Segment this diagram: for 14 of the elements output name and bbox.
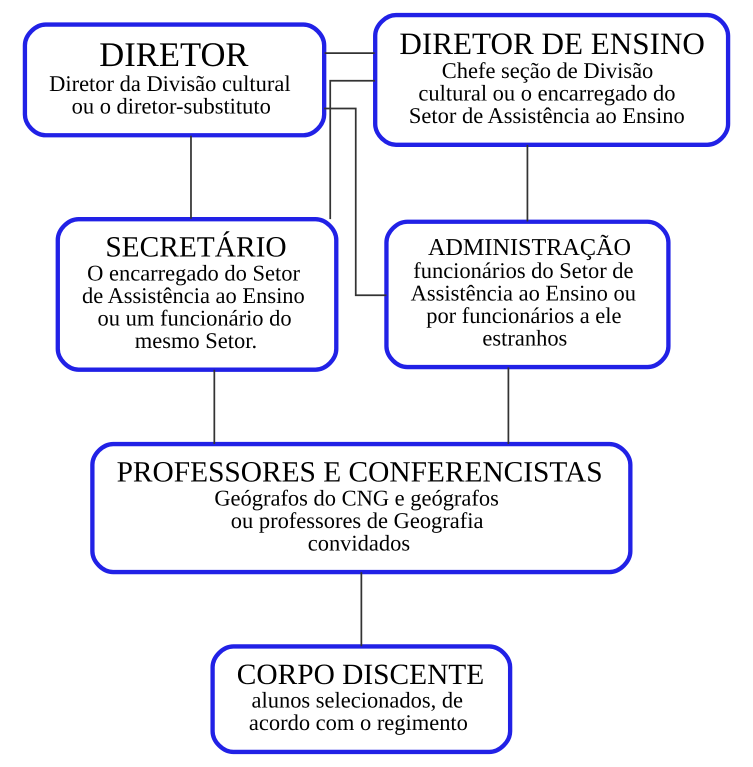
node-box: DIRETOR DE ENSINO Chefe seção de Divisão cultural ou o encarregado do Setor de Assistência ao Ensino bbox=[373, 12, 730, 147]
connector bbox=[213, 370, 216, 444]
node-box: SECRETÁRIO O encarregado do Setor de Assistência ao Ensino ou um funcionário do mesmo Setor. bbox=[56, 217, 338, 372]
connector bbox=[329, 80, 376, 220]
connector bbox=[190, 136, 192, 219]
connector bbox=[526, 144, 528, 222]
node-box: CORPO DISCENTE alunos selecionados, de acordo com o regimento bbox=[210, 644, 512, 754]
node-box: ADMINISTRAÇÃO funcionários do Setor de Assistência ao Ensino ou por funcionários a ele estranhos bbox=[384, 220, 671, 370]
connector bbox=[324, 108, 386, 296]
node-box: PROFESSORES E CONFERENCISTAS Geógrafos do CNG e geógrafos ou professores de Geografia convidados bbox=[90, 442, 632, 574]
connector bbox=[508, 367, 510, 444]
connector bbox=[324, 52, 375, 54]
connector bbox=[360, 572, 362, 646]
node-box: DIRETOR Diretor da Divisão cultural ou o diretor-substituto bbox=[22, 22, 326, 138]
